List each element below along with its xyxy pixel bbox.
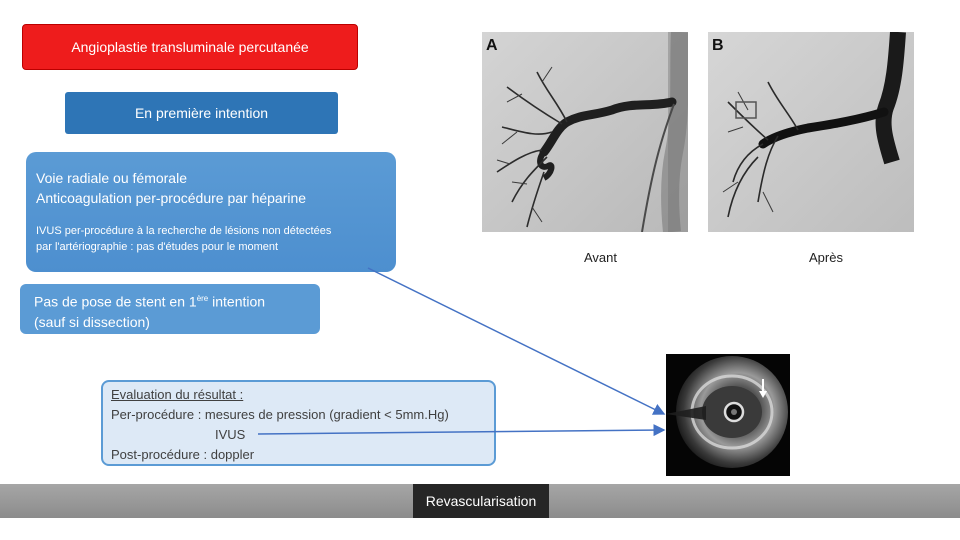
footer-label: Revascularisation [413, 484, 549, 518]
first-line-text: En première intention [134, 105, 269, 121]
stent-line-1: Pas de pose de stent en 1ère intention [34, 289, 306, 312]
title-text: Angioplastie transluminale percutanée [71, 39, 309, 55]
stent-pre: Pas de pose de stent en 1 [34, 293, 197, 310]
evaluation-line-2: IVUS [215, 427, 246, 442]
first-line-box: En première intention [65, 92, 338, 134]
angiography-label-a: A [486, 37, 498, 54]
ivus-note-line-2: par l'artériographie : pas d'études pour… [36, 241, 279, 253]
angiography-before-image: A [482, 32, 688, 232]
caption-before: Avant [584, 250, 618, 265]
evaluation-title: Evaluation du résultat : [111, 387, 244, 402]
ivus-note-line-1: IVUS per-procédure à la recherche de lés… [36, 225, 332, 237]
approach-line-2: Anticoagulation per-procédure par hépari… [36, 190, 307, 206]
footer-bar: Revascularisation [0, 484, 960, 518]
caption-after: Après [809, 250, 843, 265]
angiography-after-image: B [708, 32, 914, 232]
stent-post: intention [208, 293, 266, 310]
angiography-label-b: B [712, 37, 724, 54]
stent-box: Pas de pose de stent en 1ère intention (… [20, 284, 320, 334]
approach-line-1: Voie radiale ou fémorale [36, 170, 187, 186]
stent-line-2: (sauf si dissection) [34, 313, 150, 330]
title-box: Angioplastie transluminale percutanée [22, 24, 358, 70]
ivus-image [666, 354, 790, 476]
stent-sup: ère [196, 294, 209, 303]
ivus-note: IVUS per-procédure à la recherche de lés… [36, 223, 386, 255]
evaluation-line-3: Post-procédure : doppler [111, 447, 255, 462]
approach-box: Voie radiale ou fémorale Anticoagulation… [26, 152, 396, 272]
evaluation-line-1: Per-procédure : mesures de pression (gra… [111, 407, 449, 422]
evaluation-box: Evaluation du résultat : Per-procédure :… [101, 380, 496, 466]
